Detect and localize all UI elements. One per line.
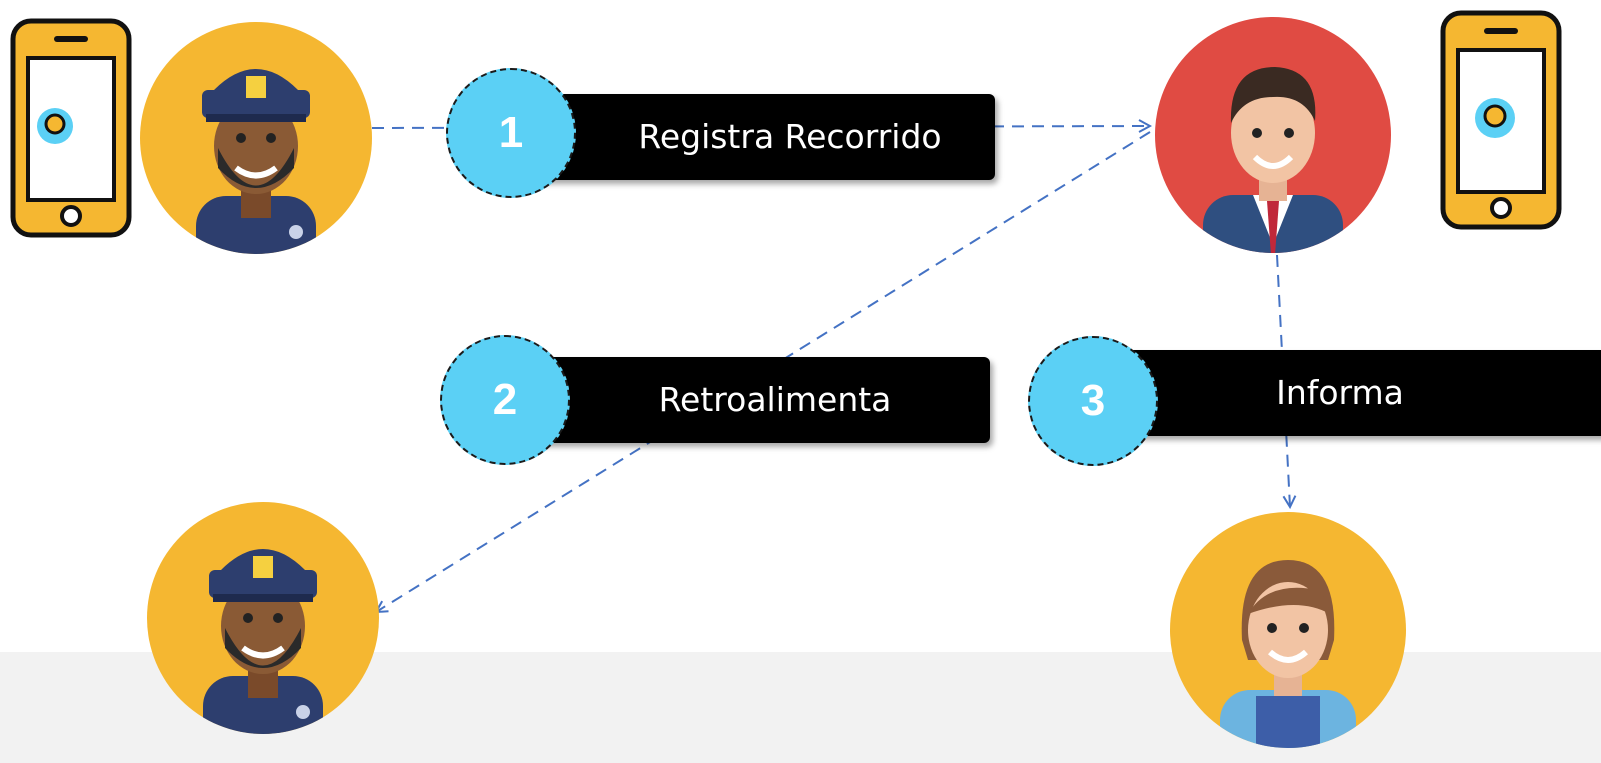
businessman-icon	[1155, 17, 1391, 253]
step-3-bar: Informa	[1085, 350, 1601, 436]
smartphone-app-icon	[10, 18, 132, 238]
arrow-retroalimenta	[376, 131, 1151, 612]
woman-resident-icon	[1170, 512, 1406, 748]
step-2-label: Retroalimenta	[658, 380, 892, 419]
step-3-label: Informa	[1276, 373, 1404, 412]
step-1-bar: Registra Recorrido	[525, 94, 995, 180]
police-officer-icon	[147, 502, 379, 734]
step-2-bar: Retroalimenta	[520, 357, 990, 443]
step-1-label: Registra Recorrido	[638, 117, 942, 156]
police-officer-icon	[140, 22, 372, 254]
step-1-badge: 1	[446, 68, 576, 198]
step-2-badge: 2	[440, 335, 570, 465]
step-3-badge: 3	[1028, 336, 1158, 466]
smartphone-app-icon	[1440, 10, 1562, 230]
